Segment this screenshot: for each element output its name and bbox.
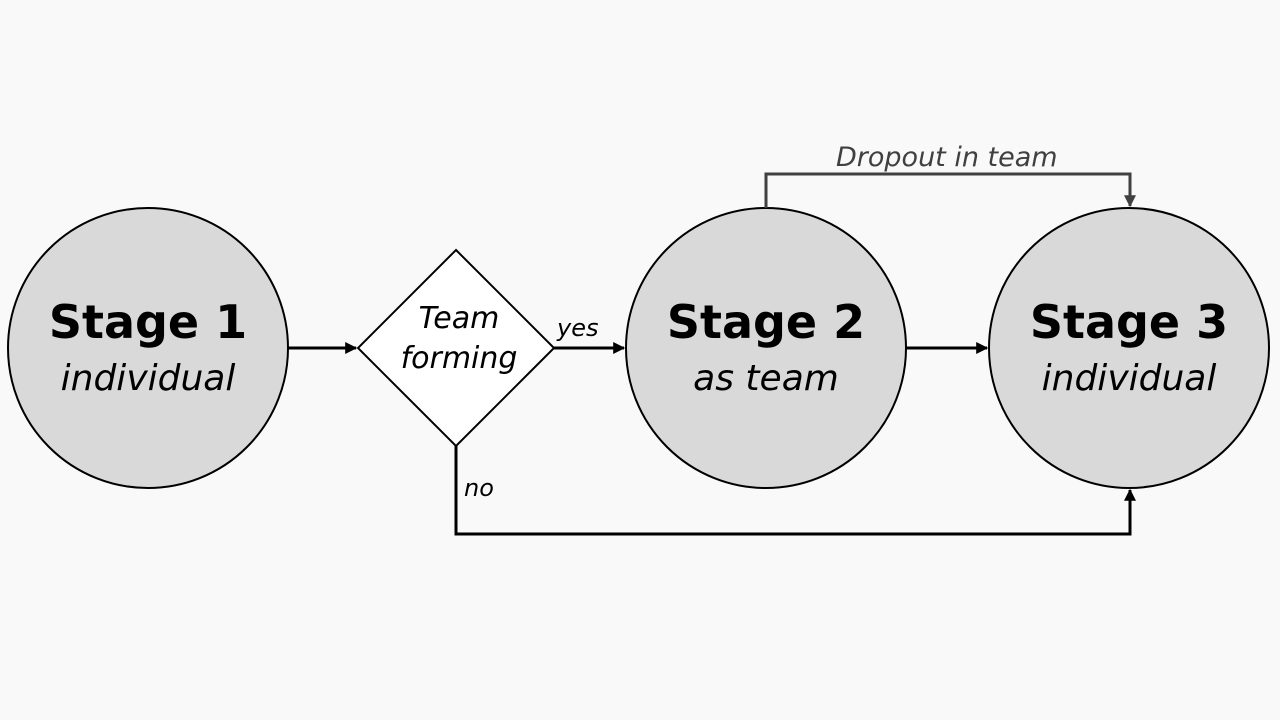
- stage-2-subtitle: as team: [693, 358, 839, 399]
- decision-label-line-1: Team: [418, 301, 500, 336]
- no-label: no: [464, 474, 494, 502]
- stage-2-title: Stage 2: [666, 295, 866, 349]
- stage-1-title: Stage 1: [48, 295, 248, 349]
- stage-3-node: [988, 207, 1270, 489]
- edge-dropout: [764, 172, 1136, 208]
- stage-1-subtitle: individual: [60, 358, 236, 399]
- stage-3-title: Stage 3: [1029, 295, 1229, 349]
- dropout-label: Dropout in team: [836, 142, 1058, 173]
- edge-decision-to-stage3-no: [454, 446, 1136, 536]
- decision-label-line-2: forming: [400, 341, 518, 376]
- stage-3-subtitle: individual: [1041, 358, 1217, 399]
- yes-label: yes: [557, 314, 599, 342]
